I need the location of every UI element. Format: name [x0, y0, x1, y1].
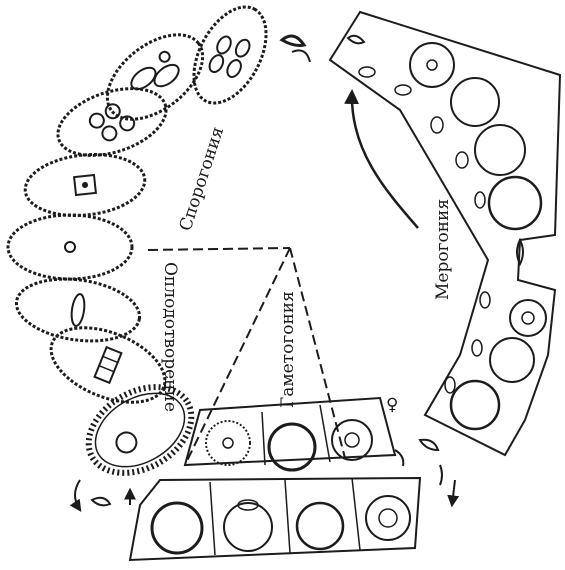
- label-fertilization: Оплодотворение: [160, 262, 180, 412]
- label-sporogony: Спорогония: [176, 124, 228, 233]
- arrow-icon: [75, 480, 80, 510]
- schizont-icon: [490, 338, 534, 382]
- oocyst-icon: [49, 76, 174, 168]
- sporogony-group: [8, 0, 281, 490]
- gamont-icon: [297, 503, 343, 549]
- oocyst-icon: [22, 149, 148, 221]
- label-gametogony: Гаметогония: [278, 291, 298, 408]
- gamont-icon: [332, 420, 372, 460]
- gamont-icon: [366, 496, 410, 540]
- schizont-icon: [489, 177, 541, 229]
- schizont-icon: [451, 381, 499, 429]
- gamont-icon: [269, 424, 315, 470]
- gamont-icon: [224, 500, 272, 551]
- merozoite-icon: [395, 240, 523, 485]
- schizont-icon: [510, 300, 546, 336]
- arrow-icon: [452, 480, 455, 505]
- sporozoite-icon: [282, 36, 364, 62]
- gamont-icon: [206, 421, 250, 465]
- oocyst-icon: [73, 370, 206, 491]
- oocyst-icon: [8, 215, 132, 279]
- merozoite-icon: [92, 498, 110, 506]
- arrow-icon: [352, 92, 418, 228]
- schizont-icon: [410, 43, 454, 87]
- label-merogony: Мерогония: [433, 199, 453, 300]
- schizont-icon: [475, 125, 525, 175]
- oocyst-icon: [179, 0, 281, 115]
- schizont-icon: [451, 78, 499, 126]
- svg-text:♀: ♀: [386, 395, 398, 415]
- oocyst-icon: [40, 313, 175, 417]
- gamont-icon: [152, 503, 202, 553]
